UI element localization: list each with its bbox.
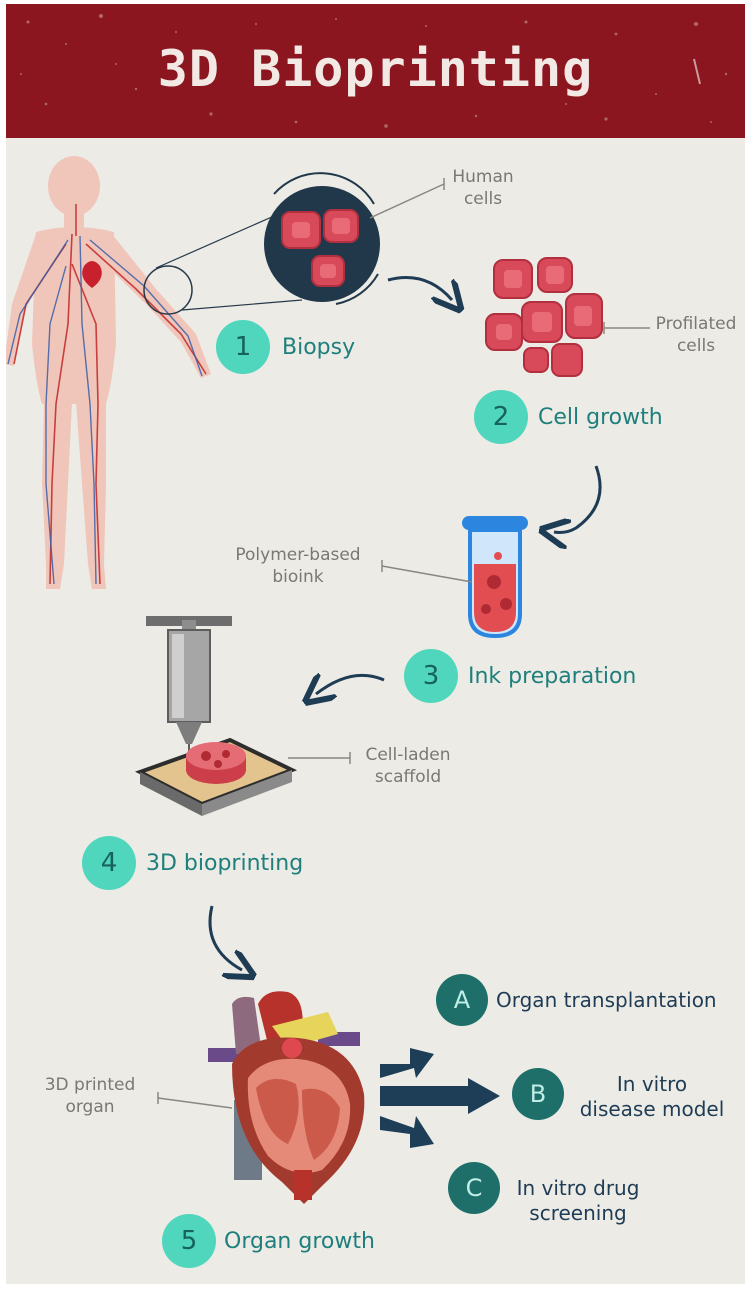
bioink-tube [462, 516, 528, 636]
human-body-illustration [6, 156, 302, 589]
outcome-c-label: In vitro drug screening [508, 1176, 648, 1226]
outcome-arrows [380, 1048, 500, 1148]
annotation-human-cells: Human cells [430, 166, 536, 210]
outcome-b-badge: B [512, 1068, 564, 1120]
arrow-printing-to-organ [210, 906, 242, 970]
arrow-ink-to-printing [316, 675, 384, 694]
step-2-badge: 2 [474, 390, 528, 444]
heart-illustration [208, 991, 364, 1204]
step-5-badge: 5 [162, 1214, 216, 1268]
bioprinter-illustration [140, 616, 292, 816]
step-3-badge: 3 [404, 649, 458, 703]
step-1-label: Biopsy [282, 335, 355, 360]
annotation-scaffold: Cell-laden scaffold [352, 744, 464, 788]
arrow-biopsy-to-growth [388, 278, 452, 301]
step-4-badge: 4 [82, 836, 136, 890]
step-5-label: Organ growth [224, 1229, 375, 1254]
step-3-label: Ink preparation [468, 664, 636, 689]
step-4-label: 3D bioprinting [146, 851, 303, 876]
step-1-badge: 1 [216, 320, 270, 374]
outcome-a-label: Organ transplantation [496, 988, 717, 1013]
annotation-profilated-cells: Profilated cells [646, 313, 745, 357]
outcome-c-badge: C [448, 1162, 500, 1214]
arrow-growth-to-ink [554, 466, 600, 533]
outcome-b-label: In vitro disease model [572, 1072, 732, 1122]
outcome-a-badge: A [436, 974, 488, 1026]
annotation-organ: 3D printed organ [34, 1074, 146, 1118]
infographic: 3D Bioprinting [6, 4, 745, 1284]
step-2-label: Cell growth [538, 405, 663, 430]
biopsy-magnifier [264, 173, 444, 304]
annotation-bioink: Polymer-based bioink [224, 544, 372, 588]
